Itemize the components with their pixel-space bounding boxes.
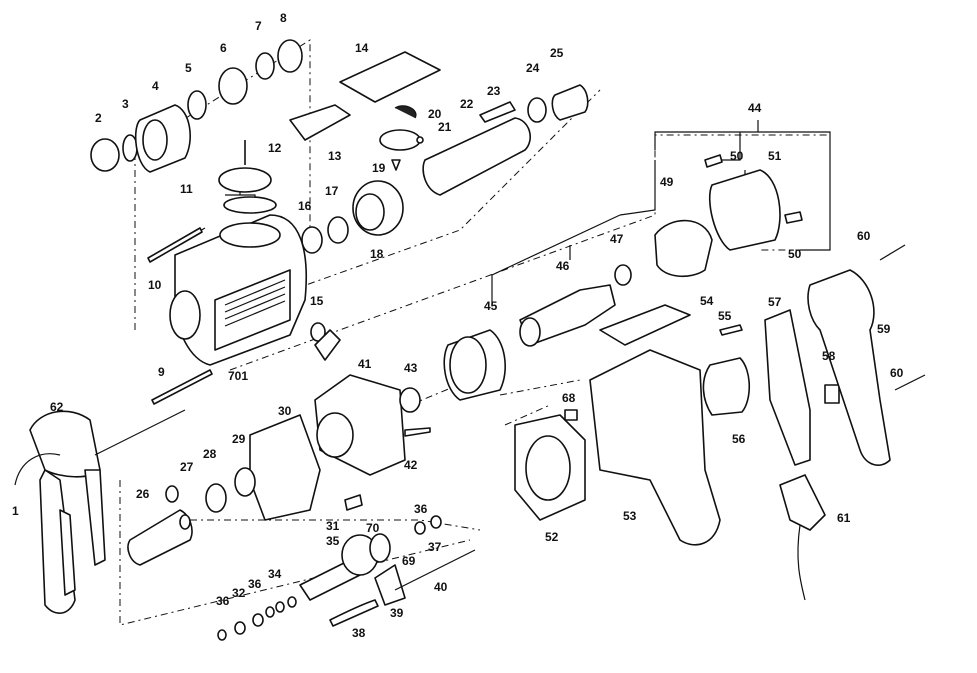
switch-slide-parts: [289, 51, 441, 171]
gear-18: [301, 180, 404, 254]
label-68: 68: [562, 391, 576, 405]
label-8: 8: [280, 11, 287, 25]
label-36c: 36: [414, 502, 428, 516]
label-59: 59: [877, 322, 891, 336]
gasket-and-rings: [127, 414, 321, 566]
label-32: 32: [232, 586, 246, 600]
label-41: 41: [358, 357, 372, 371]
label-69: 69: [402, 554, 416, 568]
label-17: 17: [325, 184, 339, 198]
label-42: 42: [404, 458, 418, 472]
label-24: 24: [526, 61, 540, 75]
label-2: 2: [95, 111, 102, 125]
label-29: 29: [232, 432, 246, 446]
label-55: 55: [718, 309, 732, 323]
label-701: 701: [228, 369, 248, 383]
label-57: 57: [768, 295, 782, 309]
label-51: 51: [768, 149, 782, 163]
label-60: 60: [857, 229, 871, 243]
label-21: 21: [438, 120, 452, 134]
label-47: 47: [610, 232, 624, 246]
label-39: 39: [390, 606, 404, 620]
label-50b: 50: [788, 247, 802, 261]
label-54: 54: [700, 294, 714, 308]
label-20: 20: [428, 107, 442, 121]
spindle-parts: [422, 84, 589, 196]
bolts: [147, 140, 341, 405]
label-38: 38: [352, 626, 366, 640]
label-31: 31: [326, 519, 340, 533]
label-34: 34: [268, 567, 282, 581]
label-52: 52: [545, 530, 559, 544]
label-46: 46: [556, 259, 570, 273]
label-7: 7: [255, 19, 262, 33]
label-25: 25: [550, 46, 564, 60]
label-60b: 60: [890, 366, 904, 380]
label-12: 12: [268, 141, 282, 155]
label-15: 15: [310, 294, 324, 308]
label-45: 45: [484, 299, 498, 313]
label-13: 13: [328, 149, 342, 163]
callout-labels: 1 2 3 4 5 6 7 8 10 11 12 13 14 15 16 17 …: [12, 11, 904, 640]
motor-housing-53: [514, 304, 751, 546]
label-11: 11: [180, 182, 193, 196]
handle-and-switch: [764, 244, 926, 601]
label-50: 50: [730, 149, 744, 163]
label-27: 27: [180, 460, 194, 474]
label-23: 23: [487, 84, 501, 98]
label-70: 70: [366, 521, 380, 535]
label-9: 9: [158, 365, 165, 379]
label-37: 37: [428, 540, 442, 554]
label-62: 62: [50, 400, 64, 414]
label-18: 18: [370, 247, 384, 261]
label-28: 28: [203, 447, 217, 461]
label-43: 43: [404, 361, 418, 375]
label-44: 44: [748, 101, 762, 115]
label-5: 5: [185, 61, 192, 75]
label-58: 58: [822, 349, 836, 363]
label-6: 6: [220, 41, 227, 55]
label-16: 16: [298, 199, 312, 213]
motor-parts: [443, 154, 803, 401]
label-10: 10: [148, 278, 162, 292]
gear-housing-10: [149, 167, 308, 366]
label-26: 26: [136, 487, 150, 501]
side-handle-62: [14, 409, 186, 614]
label-35: 35: [326, 534, 340, 548]
bracket-44: [491, 120, 831, 305]
label-56: 56: [732, 432, 746, 446]
label-14: 14: [355, 41, 369, 55]
label-22: 22: [460, 97, 474, 111]
flange-41: [314, 374, 431, 476]
gear-shaft-35: [299, 494, 476, 627]
label-3: 3: [122, 97, 129, 111]
chuck-parts: [90, 39, 303, 173]
label-4: 4: [152, 79, 159, 93]
label-36b: 36: [216, 594, 230, 608]
label-49: 49: [660, 175, 674, 189]
label-40: 40: [434, 580, 448, 594]
washers: [217, 515, 442, 641]
label-1: 1: [12, 504, 19, 518]
label-36: 36: [248, 577, 262, 591]
label-61: 61: [837, 511, 851, 525]
label-53: 53: [623, 509, 637, 523]
label-30: 30: [278, 404, 292, 418]
label-19: 19: [372, 161, 386, 175]
